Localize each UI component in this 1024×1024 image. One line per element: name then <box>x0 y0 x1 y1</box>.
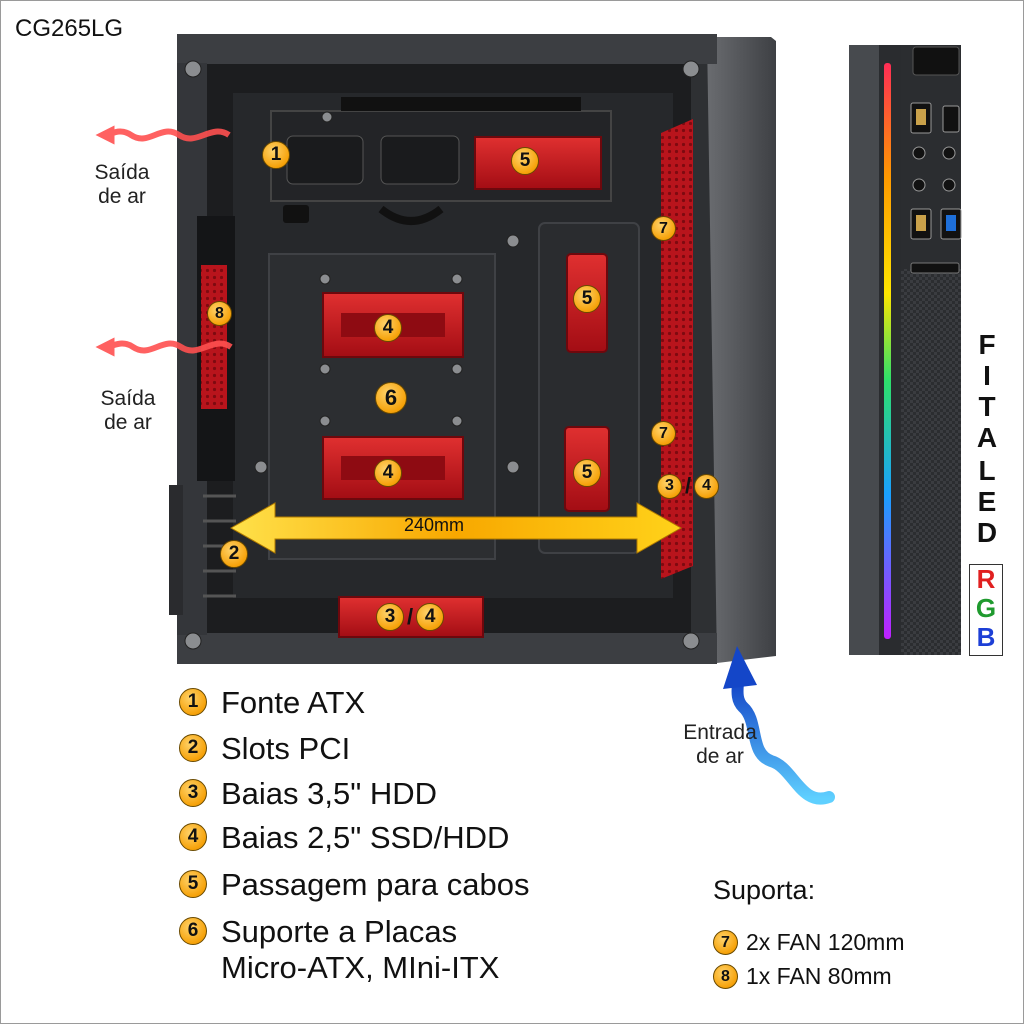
legend-badge-4: 4 <box>179 823 207 851</box>
legend-text-5: Passagem para cabos <box>221 867 530 902</box>
rgb-b: B <box>976 622 996 652</box>
legend-item-6: 6 Suporte a Placas Micro-ATX, MIni-ITX <box>179 914 499 986</box>
support-item-fan80: 8 1x FAN 80mm <box>713 963 892 990</box>
callout-hdd-bottom-4: 4 <box>416 603 445 631</box>
callout-hdd-right-4: 4 <box>694 473 720 499</box>
rgb-badge: R G B <box>969 564 1003 656</box>
callout-fan7-top: 7 <box>651 216 676 241</box>
legend-text-3: Baias 3,5" HDD <box>221 776 438 811</box>
model-name: CG265LG <box>15 15 124 42</box>
callout-cable-top: 5 <box>511 147 539 175</box>
legend-badge-1: 1 <box>179 688 207 716</box>
legend-item-2: 2 Slots PCI <box>179 731 350 767</box>
support-badge-8: 8 <box>713 964 738 989</box>
callout-cable-low: 5 <box>573 459 601 487</box>
callout-board: 6 <box>375 382 407 414</box>
callout-hdd-right: 3 / 4 <box>657 473 720 499</box>
legend-badge-5: 5 <box>179 870 207 898</box>
legend-item-4: 4 Baias 2,5" SSD/HDD <box>179 820 509 856</box>
callout-cable-mid: 5 <box>573 285 601 313</box>
dimension-label: 240mm <box>404 515 465 535</box>
callout-hdd-bottom: 3 / 4 <box>376 603 445 631</box>
rgb-r: R <box>976 564 996 594</box>
legend-badge-6: 6 <box>179 917 207 945</box>
support-text-fan120: 2x FAN 120mm <box>746 929 905 955</box>
exhaust-label-mid: Saída de ar <box>100 387 156 434</box>
callout-fan8: 8 <box>207 301 232 326</box>
legend-badge-2: 2 <box>179 734 207 762</box>
callout-hdd-right-3: 3 <box>657 473 682 499</box>
legend-text-1: Fonte ATX <box>221 685 366 720</box>
callout-pci: 2 <box>220 540 248 568</box>
rgb-g: G <box>975 593 997 623</box>
callout-fan7-low: 7 <box>651 421 676 446</box>
support-title: Suporta: <box>713 875 816 905</box>
legend-text-6: Suporte a Placas Micro-ATX, MIni-ITX <box>221 914 500 985</box>
led-label-fita: F I T A <box>976 329 998 453</box>
support-item-fan120: 7 2x FAN 120mm <box>713 929 905 956</box>
support-badge-7: 7 <box>713 930 738 955</box>
legend-item-1: 1 Fonte ATX <box>179 685 365 721</box>
callout-hdd-right-slash: / <box>685 473 692 498</box>
legend-text-2: Slots PCI <box>221 731 351 766</box>
callout-ssd-lower: 4 <box>374 459 402 487</box>
legend-item-3: 3 Baias 3,5" HDD <box>179 776 437 812</box>
legend-item-5: 5 Passagem para cabos <box>179 867 529 903</box>
callout-ssd-upper: 4 <box>374 314 402 342</box>
exhaust-label-top: Saída de ar <box>94 161 150 208</box>
intake-label: Entrada de ar <box>683 721 757 768</box>
callout-hdd-bottom-slash: / <box>407 604 414 629</box>
callout-psu: 1 <box>262 141 290 169</box>
legend-text-4: Baias 2,5" SSD/HDD <box>221 820 510 855</box>
led-label-led: L E D <box>976 455 998 548</box>
callout-hdd-bottom-3: 3 <box>376 603 404 631</box>
legend-badge-3: 3 <box>179 779 207 807</box>
support-text-fan80: 1x FAN 80mm <box>746 963 892 989</box>
